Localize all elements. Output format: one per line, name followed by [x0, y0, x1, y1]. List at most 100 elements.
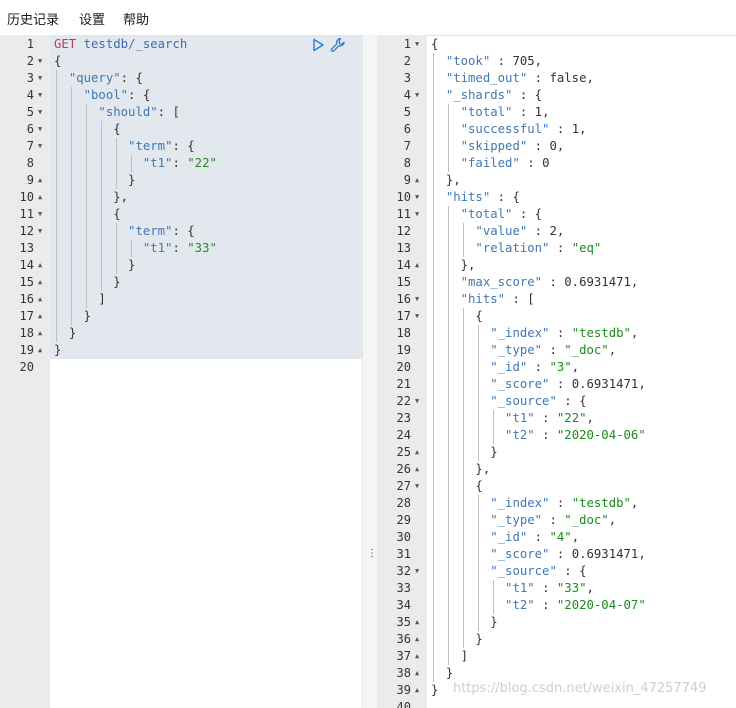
line-number: 7 — [26, 139, 34, 153]
code-line: "t1": "22" — [142, 156, 217, 170]
code-line: "relation" : "eq" — [475, 241, 602, 255]
line-number: 33 — [396, 581, 411, 595]
unfold-arrow-icon[interactable]: ▲ — [415, 652, 420, 660]
unfold-arrow-icon[interactable]: ▲ — [415, 448, 420, 456]
fold-arrow-icon[interactable]: ▼ — [415, 40, 420, 48]
indent-guide — [447, 206, 449, 665]
line-number: 38 — [396, 666, 411, 680]
line-number: 4 — [403, 88, 411, 102]
line-number: 13 — [19, 241, 34, 255]
line-number: 35 — [396, 615, 411, 629]
fold-arrow-icon[interactable]: ▼ — [38, 142, 43, 150]
unfold-arrow-icon[interactable]: ▲ — [415, 686, 420, 694]
line-number: 30 — [396, 530, 411, 544]
line-number: 17 — [19, 309, 34, 323]
indent-guide — [115, 223, 117, 274]
code-line: } — [431, 683, 439, 697]
line-number: 9 — [403, 173, 411, 187]
unfold-arrow-icon[interactable]: ▲ — [415, 176, 420, 184]
code-line: "failed" : 0 — [460, 156, 550, 170]
line-number: 15 — [396, 275, 411, 289]
line-number: 4 — [26, 88, 34, 102]
fold-arrow-icon[interactable]: ▼ — [415, 193, 420, 201]
line-number: 23 — [396, 411, 411, 425]
line-number: 36 — [396, 632, 411, 646]
code-line: { — [475, 309, 483, 323]
fold-arrow-icon[interactable]: ▼ — [38, 57, 43, 65]
code-line: "_id" : "3", — [490, 360, 580, 374]
code-line: { — [475, 479, 483, 493]
unfold-arrow-icon[interactable]: ▲ — [38, 176, 43, 184]
menu-history[interactable]: 历史记录 — [7, 13, 60, 28]
unfold-arrow-icon[interactable]: ▲ — [415, 465, 420, 473]
unfold-arrow-icon[interactable]: ▲ — [38, 278, 43, 286]
line-number: 16 — [396, 292, 411, 306]
line-number: 18 — [19, 326, 34, 340]
fold-arrow-icon[interactable]: ▼ — [415, 482, 420, 490]
code-line: "took" : 705, — [445, 54, 543, 68]
unfold-arrow-icon[interactable]: ▲ — [415, 618, 420, 626]
indent-guide — [85, 104, 87, 308]
code-line: "term": { — [128, 139, 195, 153]
line-number: 6 — [26, 122, 34, 136]
fold-arrow-icon[interactable]: ▼ — [38, 210, 43, 218]
drag-handle-icon[interactable]: ⋮ — [367, 548, 377, 559]
unfold-arrow-icon[interactable]: ▲ — [38, 346, 43, 354]
menu-settings[interactable]: 设置 — [79, 13, 106, 28]
unfold-arrow-icon[interactable]: ▲ — [38, 261, 43, 269]
line-number: 3 — [403, 71, 411, 85]
code-line: "t2" : "2020-04-06" — [505, 428, 646, 442]
line-number: 14 — [396, 258, 411, 272]
unfold-arrow-icon[interactable]: ▲ — [38, 193, 43, 201]
play-icon[interactable] — [311, 38, 325, 52]
request-line[interactable]: GET testdb/_search — [54, 36, 187, 53]
menu-help[interactable]: 帮助 — [123, 13, 150, 28]
code-line: }, — [475, 462, 491, 476]
line-number: 32 — [396, 564, 411, 578]
line-number: 18 — [396, 326, 411, 340]
fold-arrow-icon[interactable]: ▼ — [38, 227, 43, 235]
fold-arrow-icon[interactable]: ▼ — [415, 567, 420, 575]
request-code[interactable]: GET testdb/_search{ "query": { "bool": {… — [50, 35, 362, 708]
code-line: { — [54, 54, 62, 68]
unfold-arrow-icon[interactable]: ▲ — [38, 312, 43, 320]
indent-guide — [433, 53, 434, 682]
wrench-icon[interactable] — [330, 37, 346, 53]
unfold-arrow-icon[interactable]: ▲ — [38, 295, 43, 303]
fold-arrow-icon[interactable]: ▼ — [38, 108, 43, 116]
line-number: 37 — [396, 649, 411, 663]
code-line: "t1" : "22", — [505, 411, 594, 425]
indent-guide — [462, 223, 464, 257]
code-line: "query": { — [68, 71, 143, 85]
code-line: "t2" : "2020-04-07" — [505, 598, 646, 612]
line-number: 3 — [26, 71, 34, 85]
code-line: "successful" : 1, — [460, 122, 587, 136]
code-line: "bool": { — [83, 88, 151, 102]
line-number: 27 — [396, 479, 411, 493]
code-line: } — [475, 632, 483, 646]
line-number: 2 — [26, 54, 34, 68]
fold-arrow-icon[interactable]: ▼ — [415, 295, 420, 303]
code-line: }, — [445, 173, 461, 187]
unfold-arrow-icon[interactable]: ▲ — [415, 261, 420, 269]
indent-guide — [492, 410, 494, 444]
line-number: 10 — [19, 190, 34, 204]
fold-arrow-icon[interactable]: ▼ — [415, 312, 420, 320]
unfold-arrow-icon[interactable]: ▲ — [415, 635, 420, 643]
line-number: 2 — [403, 54, 411, 68]
line-number: 26 — [396, 462, 411, 476]
fold-arrow-icon[interactable]: ▼ — [415, 91, 420, 99]
unfold-arrow-icon[interactable]: ▲ — [415, 669, 420, 677]
fold-arrow-icon[interactable]: ▼ — [38, 125, 43, 133]
line-number: 14 — [19, 258, 34, 272]
fold-arrow-icon[interactable]: ▼ — [38, 74, 43, 82]
unfold-arrow-icon[interactable]: ▲ — [38, 329, 43, 337]
code-line: "_index" : "testdb", — [490, 326, 639, 340]
code-line: "skipped" : 0, — [460, 139, 565, 153]
fold-arrow-icon[interactable]: ▼ — [38, 91, 43, 99]
fold-arrow-icon[interactable]: ▼ — [415, 397, 420, 405]
fold-arrow-icon[interactable]: ▼ — [415, 210, 420, 218]
line-number: 1 — [403, 37, 411, 51]
